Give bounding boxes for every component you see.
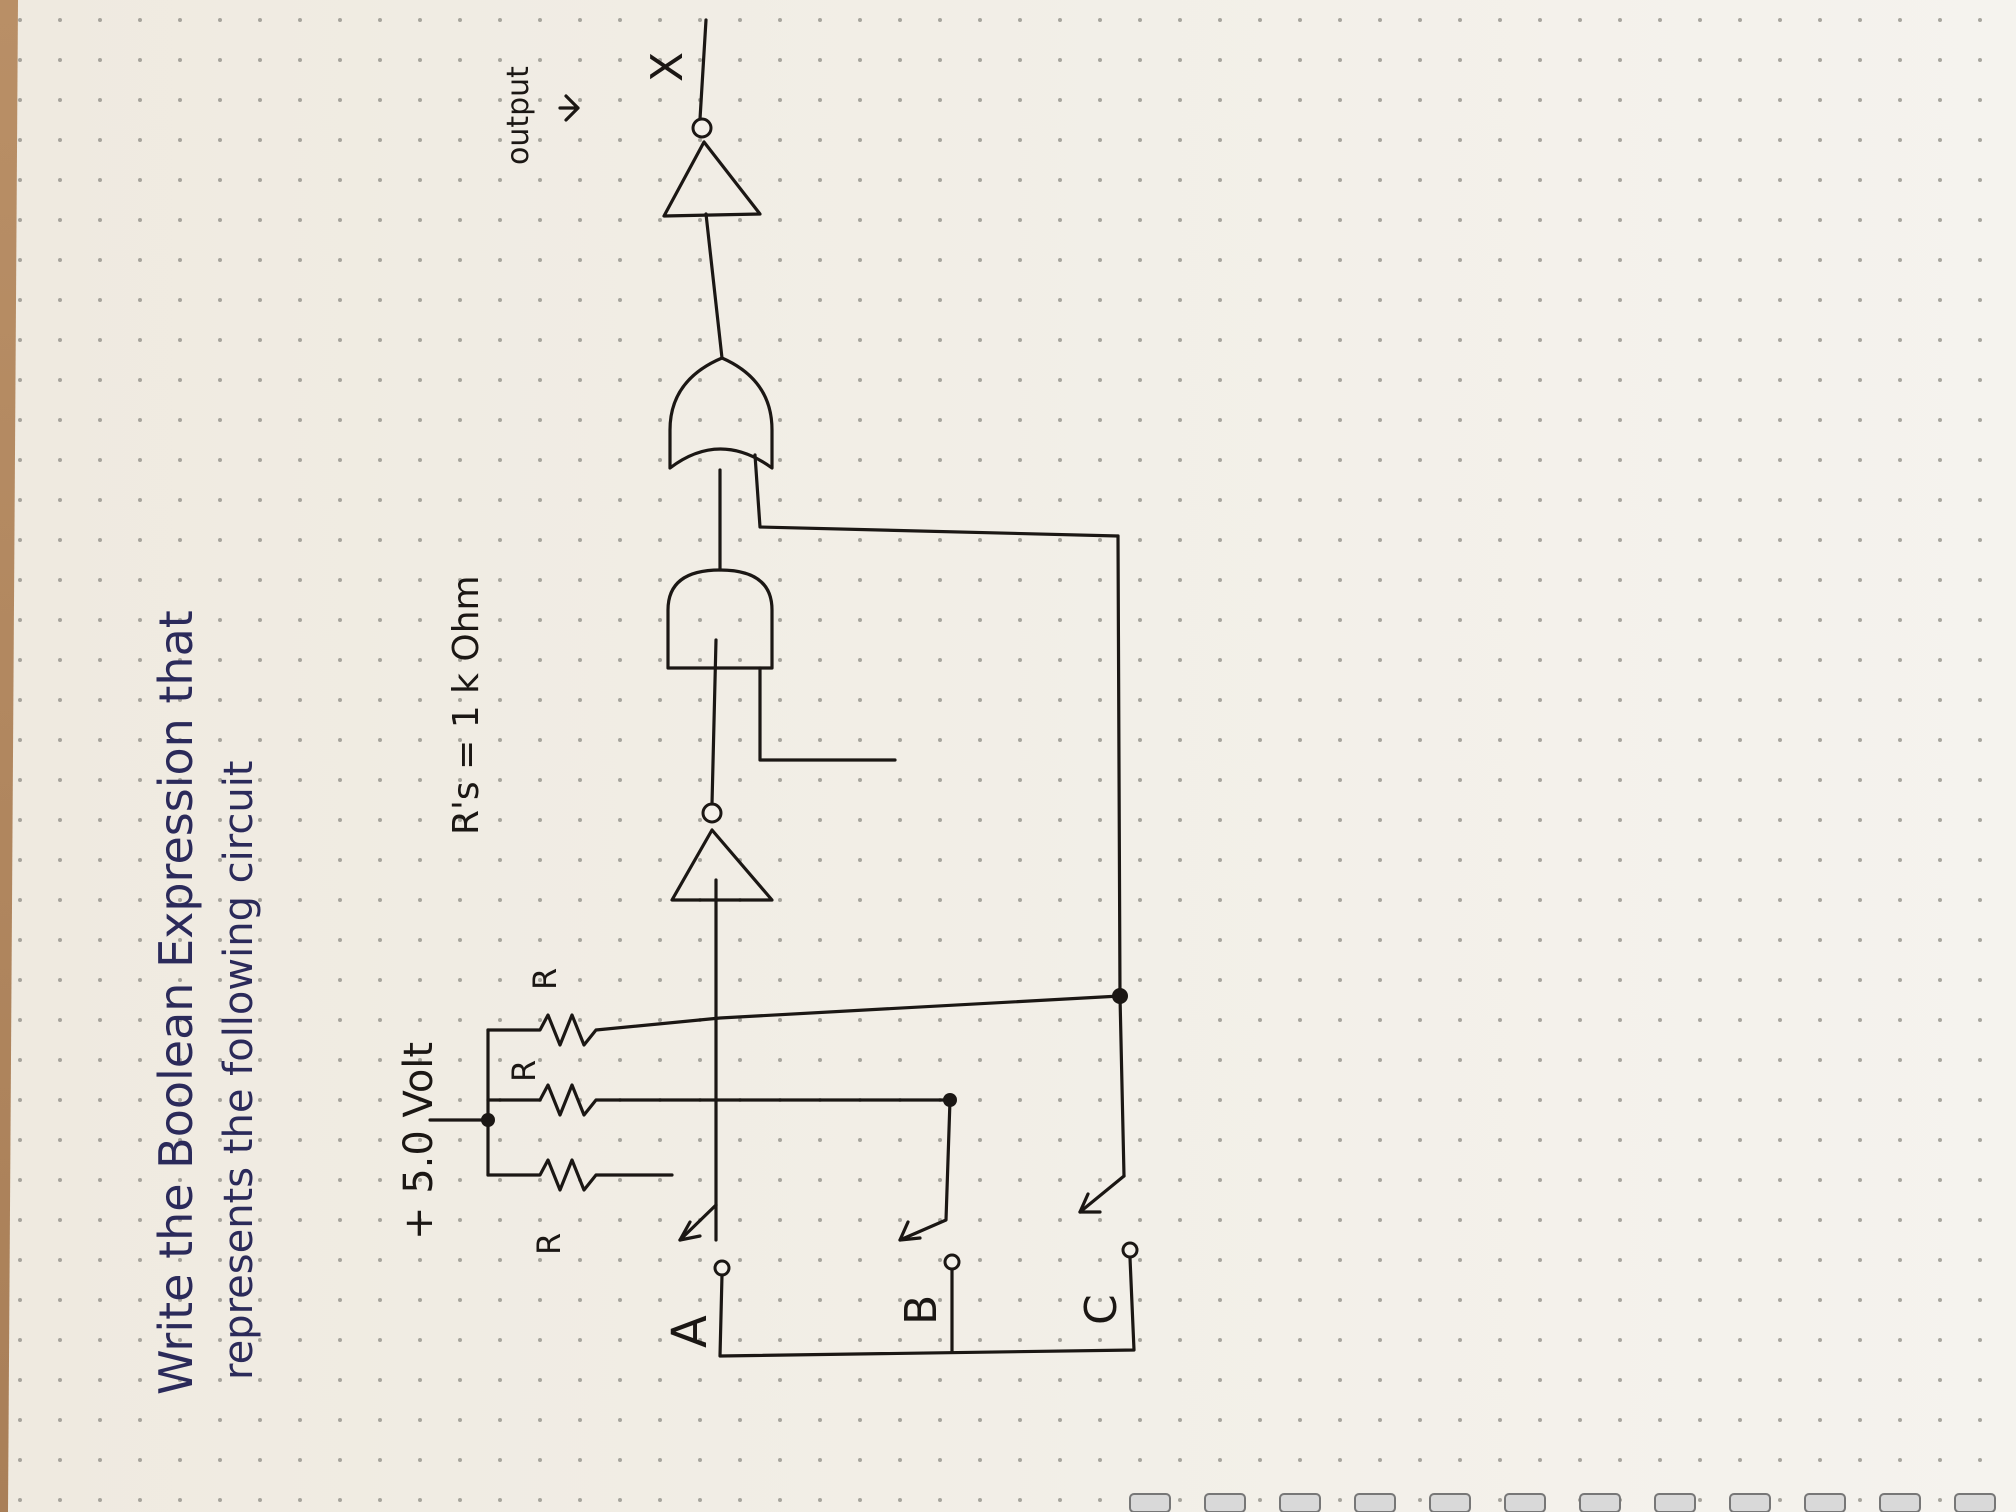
resistor-network: R R R: [428, 968, 1122, 1255]
wire-b: [898, 1098, 952, 1242]
resistor-b: [486, 1083, 952, 1117]
terminal-a: [713, 1259, 731, 1277]
question-line-2: represents the following circuit: [216, 761, 262, 1381]
ground-bus: [718, 1256, 1136, 1358]
not-gate-out-body: [662, 140, 762, 218]
not-gate-a-body: [670, 828, 774, 902]
resistor-c: [486, 994, 1122, 1047]
paper-dot-grid: [8, 0, 2016, 1512]
input-label-a: A: [662, 1315, 718, 1348]
not-gate-out: [662, 18, 762, 218]
switch-c-arrow: [1078, 1192, 1102, 1214]
switch-b-arrow: [898, 1220, 922, 1242]
and-gate: [666, 468, 897, 762]
resistor-a: [486, 1158, 674, 1192]
resistor-label-a: R: [530, 1233, 568, 1255]
question-line-1: Write the Boolean Expression that: [149, 610, 203, 1395]
resistor-label-b: R: [505, 1060, 543, 1082]
or-gate: [668, 212, 1120, 538]
output-letter: X: [642, 52, 693, 82]
not-gate-a-bubble: [701, 802, 723, 824]
switch-a-arrow: [678, 1220, 702, 1242]
or-gate-input-c: [753, 453, 1120, 538]
wire-output: [698, 18, 708, 121]
output-arrow: [558, 94, 580, 122]
input-switches: A B C: [662, 534, 1139, 1358]
terminal-b: [943, 1253, 961, 1271]
supply-voltage-label: + 5.0 Volt: [396, 1042, 442, 1240]
spiral-binding: [1129, 1493, 1996, 1512]
wire-or-out: [704, 212, 724, 360]
terminal-c: [1121, 1241, 1139, 1259]
switch-c-blade: [1078, 1174, 1126, 1214]
output-label: output: [501, 66, 536, 165]
or-gate-body: [668, 356, 774, 470]
not-gate-out-bubble: [691, 117, 713, 139]
resistor-label-c: R: [526, 968, 564, 990]
wire-c-up: [1116, 534, 1126, 1178]
input-label-c: C: [1076, 1294, 1127, 1325]
and-gate-input-b: [758, 666, 897, 762]
input-label-b: B: [896, 1295, 947, 1325]
resistor-value-note: R's = 1 k Ohm: [446, 575, 487, 835]
switch-a-blade: [678, 1203, 718, 1242]
